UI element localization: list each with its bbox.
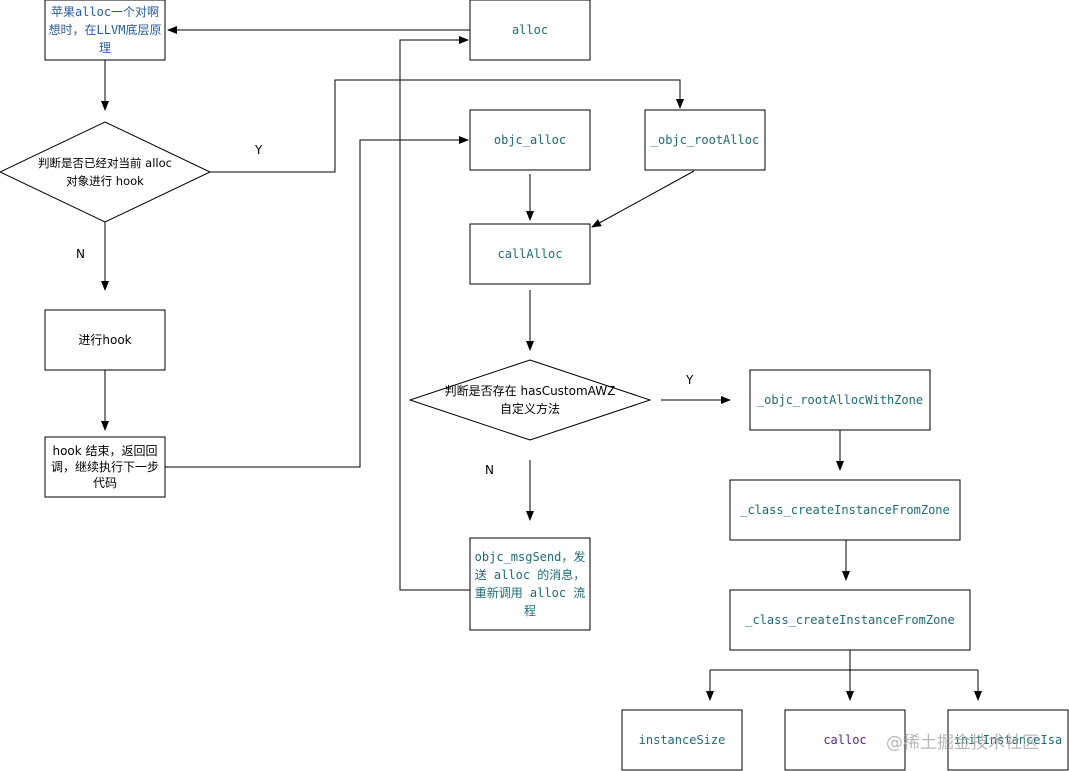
box-initinstanceisa [947,709,1069,771]
objc-rootalloc-label: _objc_rootAlloc [650,133,760,147]
edge-label-hooked-no: N [76,247,85,261]
msgsend-line-1: objc_msgSend，发 [474,550,586,564]
box-create-instance-1 [729,479,961,541]
msgsend-line-4: 程 [523,604,536,618]
rootallocwithzone-label: _objc_rootAllocWithZone [756,393,924,407]
do-hook-label: 进行hook [78,333,132,347]
box-rootallocwithzone [749,369,931,431]
objc-alloc-label: objc_alloc [493,133,567,147]
msgsend-line-2: 送 alloc 的消息， [474,568,586,582]
box-calloc [784,709,906,771]
edge-create-2-branch [710,650,978,671]
edge-label-hooked-yes: Y [255,143,263,157]
objc-msgsend-text: objc_msgSend，发 送 alloc 的消息， 重新调用 alloc 流… [470,538,590,630]
box-instancesize [621,709,743,771]
decision-awz-line-2: 自定义方法 [499,402,560,416]
watermark: @稀土掘金技术社区 [886,733,1039,753]
create-instance-1-label: _class_createInstanceFromZone [740,503,950,517]
decision-awz-text: 判断是否存在 hasCustomAWZ 自定义方法 [420,378,640,422]
hook-done-text: hook 结束，返回回 调，继续执行下一步 代码 [45,437,165,497]
hook-done-line-3: 代码 [92,476,117,490]
msgsend-line-3: 重新调用 alloc 流 [474,586,586,600]
edge-done-to-objc-alloc [165,136,469,468]
instancesize-label: instanceSize [638,733,726,747]
box-create-instance-2 [729,589,971,651]
decision-hooked-line-1: 判断是否已经对当前 alloc [38,156,172,170]
box-do-hook [44,309,166,371]
note-line-3: 理 [98,41,111,55]
calloc-label: calloc [823,733,867,747]
hook-done-line-2: 调，继续执行下一步 [50,460,159,474]
decision-hooked-line-2: 对象进行 hook [66,174,144,188]
edge-rootalloc-to-callalloc [591,170,695,228]
decision-awz-line-1: 判断是否存在 hasCustomAWZ [444,384,616,398]
box-objc-rootalloc [644,109,766,171]
box-objc-msgsend [469,537,591,631]
note-line-2: 想时，在LLVM底层原 [48,23,162,37]
edge-label-awz-no: N [485,463,494,477]
diamond-custom-awz [408,359,652,441]
hook-done-line-1: hook 结束，返回回 [52,444,158,458]
edge-msgsend-to-alloc [399,36,470,591]
box-apple-alloc-note [44,0,166,61]
box-objc-alloc [469,109,591,171]
initinstanceisa-label: initInstanceIsa [953,733,1063,747]
apple-alloc-note-text: 苹果alloc一个对啊 想时，在LLVM底层原 理 [45,0,165,60]
box-alloc [469,0,591,61]
box-callalloc [469,223,591,285]
note-line-1: 苹果alloc一个对啊 [50,5,160,19]
box-hook-done [44,436,166,498]
callalloc-label: callAlloc [497,247,563,261]
create-instance-2-label: _class_createInstanceFromZone [745,613,955,627]
edge-label-awz-yes: Y [686,373,694,387]
edge-decision-yes [210,79,684,173]
decision-hooked-text: 判断是否已经对当前 alloc 对象进行 hook [10,150,200,194]
alloc-label: alloc [511,23,549,37]
